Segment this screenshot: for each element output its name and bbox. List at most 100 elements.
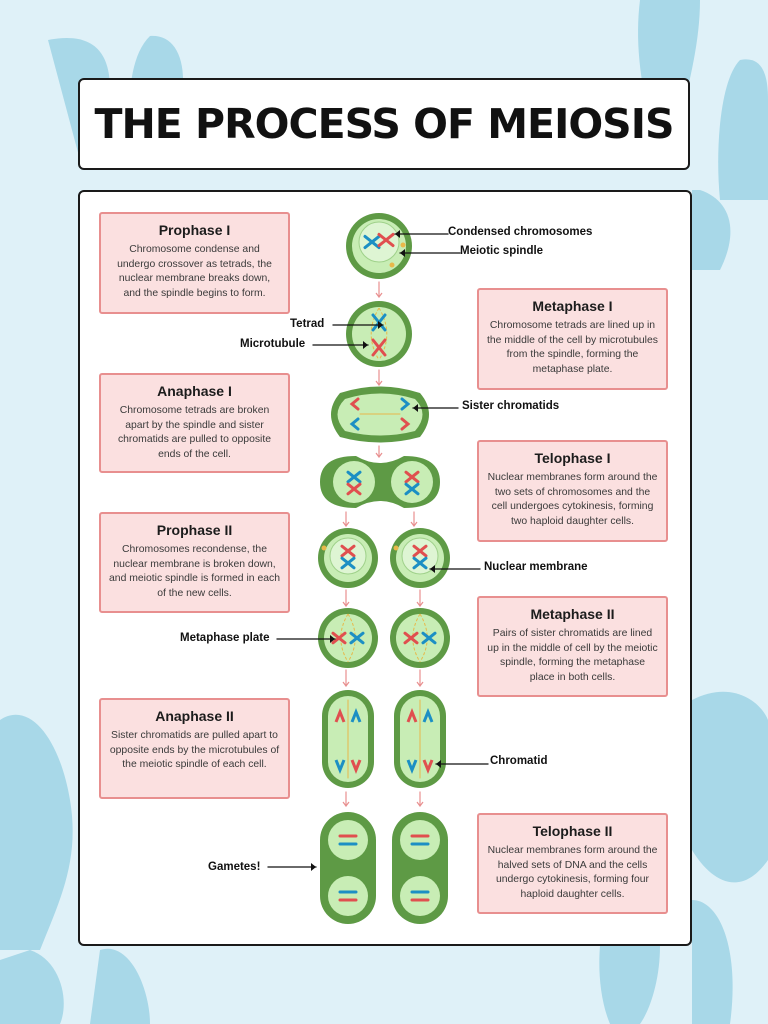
phase-text: Chromosomes recondense, the nuclear memb…: [109, 544, 280, 599]
flow-arrow-head: [416, 601, 424, 607]
chromosome: [371, 338, 387, 357]
centrosome: [321, 545, 327, 551]
chromosome: [340, 544, 356, 558]
spindle-fiber: [378, 307, 388, 361]
nucleus: [401, 537, 439, 575]
chromatid: [350, 707, 362, 723]
cell-cytoplasm: [352, 307, 406, 361]
page-title: THE PROCESS OF MEIOSIS: [94, 100, 675, 148]
cell-cytoplasm: [396, 614, 444, 662]
chromosome: [346, 470, 362, 484]
phase-title: Anaphase II: [155, 708, 234, 724]
phase-title: Prophase II: [156, 522, 233, 538]
cell-cytoplasm: [328, 876, 368, 916]
cell-cytoplasm: [400, 820, 440, 860]
chromatid: [406, 707, 418, 723]
phase-box-telophase-2: Telophase II Nuclear membranes form aroun…: [477, 813, 668, 914]
chromosome: [412, 556, 428, 570]
phase-title: Telophase II: [532, 823, 613, 839]
pointer-head: [330, 635, 335, 643]
phase-box-prophase-1: Prophase I Chromosome condense and underg…: [99, 212, 290, 314]
centrosome: [400, 242, 406, 248]
flow-arrow-head: [342, 601, 350, 607]
pointer-head: [395, 230, 400, 238]
label-gametes: Gametes!: [208, 861, 261, 873]
pointer-head: [413, 404, 418, 412]
cell-cytoplasm: [328, 820, 368, 860]
label-nuclear-membrane: Nuclear membrane: [484, 561, 588, 573]
flow-arrow-head: [375, 380, 383, 386]
chromosome: [404, 482, 420, 496]
phase-title: Telophase I: [534, 450, 611, 466]
phase-box-telophase-1: Telophase I Nuclear membranes form around…: [477, 440, 668, 542]
cell-cytoplasm: [391, 461, 433, 503]
phase-text: Chromosome condense and undergo crossove…: [117, 244, 272, 299]
pointer-head: [436, 760, 441, 768]
chromatid: [349, 417, 360, 431]
chromosome: [377, 232, 395, 248]
chromosome: [404, 470, 420, 484]
chromatid: [400, 417, 411, 431]
phase-text: Pairs of sister chromatids are lined up …: [487, 628, 658, 683]
flow-arrow-head: [342, 521, 350, 527]
cell-cytoplasm: [400, 876, 440, 916]
chromatid: [334, 759, 346, 775]
chromatid: [350, 759, 362, 775]
chromatid: [422, 707, 434, 723]
phase-box-anaphase-2: Anaphase II Sister chromatids are pulled …: [99, 698, 290, 799]
phase-title: Metaphase I: [532, 298, 613, 314]
phase-title: Prophase I: [158, 222, 231, 238]
chromosome: [412, 544, 428, 558]
nucleus: [329, 537, 367, 575]
label-condensed-chromosomes: Condensed chromosomes: [448, 226, 593, 238]
phase-box-metaphase-1: Metaphase I Chromosome tetrads are lined …: [477, 288, 668, 390]
phase-box-prophase-2: Prophase II Chromosomes recondense, the n…: [99, 512, 290, 613]
label-microtubule: Microtubule: [240, 338, 306, 350]
phase-text: Nuclear membranes form around the two se…: [487, 472, 658, 527]
pointer-head: [400, 249, 405, 257]
label-meiotic-spindle: Meiotic spindle: [460, 245, 544, 257]
pointer-head: [378, 321, 383, 329]
flow-arrow-head: [375, 292, 383, 298]
label-metaphase-plate: Metaphase plate: [180, 632, 270, 644]
nucleus: [358, 221, 400, 263]
flow-arrow-head: [375, 452, 383, 458]
phase-title: Metaphase II: [530, 606, 615, 622]
centrosome: [393, 545, 399, 551]
chromosome: [331, 631, 347, 645]
flow-arrow-head: [416, 801, 424, 807]
flow-arrow-head: [416, 681, 424, 687]
phase-text: Sister chromatids are pulled apart to op…: [109, 730, 280, 770]
chromatid: [406, 759, 418, 775]
title-box: THE PROCESS OF MEIOSIS: [78, 78, 690, 170]
label-chromatid: Chromatid: [490, 755, 548, 767]
chromosome: [421, 631, 437, 645]
phase-text: Chromosome tetrads are lined up in the m…: [487, 320, 658, 375]
flow-arrow-head: [342, 801, 350, 807]
chromosome: [340, 556, 356, 570]
chromatid: [422, 759, 434, 775]
label-sister-chromatids: Sister chromatids: [462, 400, 560, 412]
cell-cytoplasm: [324, 614, 372, 662]
chromatid: [400, 397, 411, 411]
phase-text: Chromosome tetrads are broken apart by t…: [117, 405, 272, 460]
pointer-head: [363, 341, 368, 349]
chromosome: [403, 631, 419, 645]
flow-arrow-head: [410, 521, 418, 527]
centrosome: [389, 262, 395, 268]
chromosome: [346, 482, 362, 496]
chromosome: [349, 631, 365, 645]
spindle-fiber: [370, 307, 380, 361]
pointer-head: [311, 863, 316, 871]
chromatid: [349, 397, 360, 411]
label-tetrad: Tetrad: [290, 318, 325, 330]
chromatid: [334, 707, 346, 723]
phase-box-metaphase-2: Metaphase II Pairs of sister chromatids a…: [477, 596, 668, 697]
pointer-head: [430, 565, 435, 573]
flow-arrow-head: [342, 681, 350, 687]
chromosome: [363, 234, 381, 250]
phase-text: Nuclear membranes form around the halved…: [487, 845, 658, 900]
